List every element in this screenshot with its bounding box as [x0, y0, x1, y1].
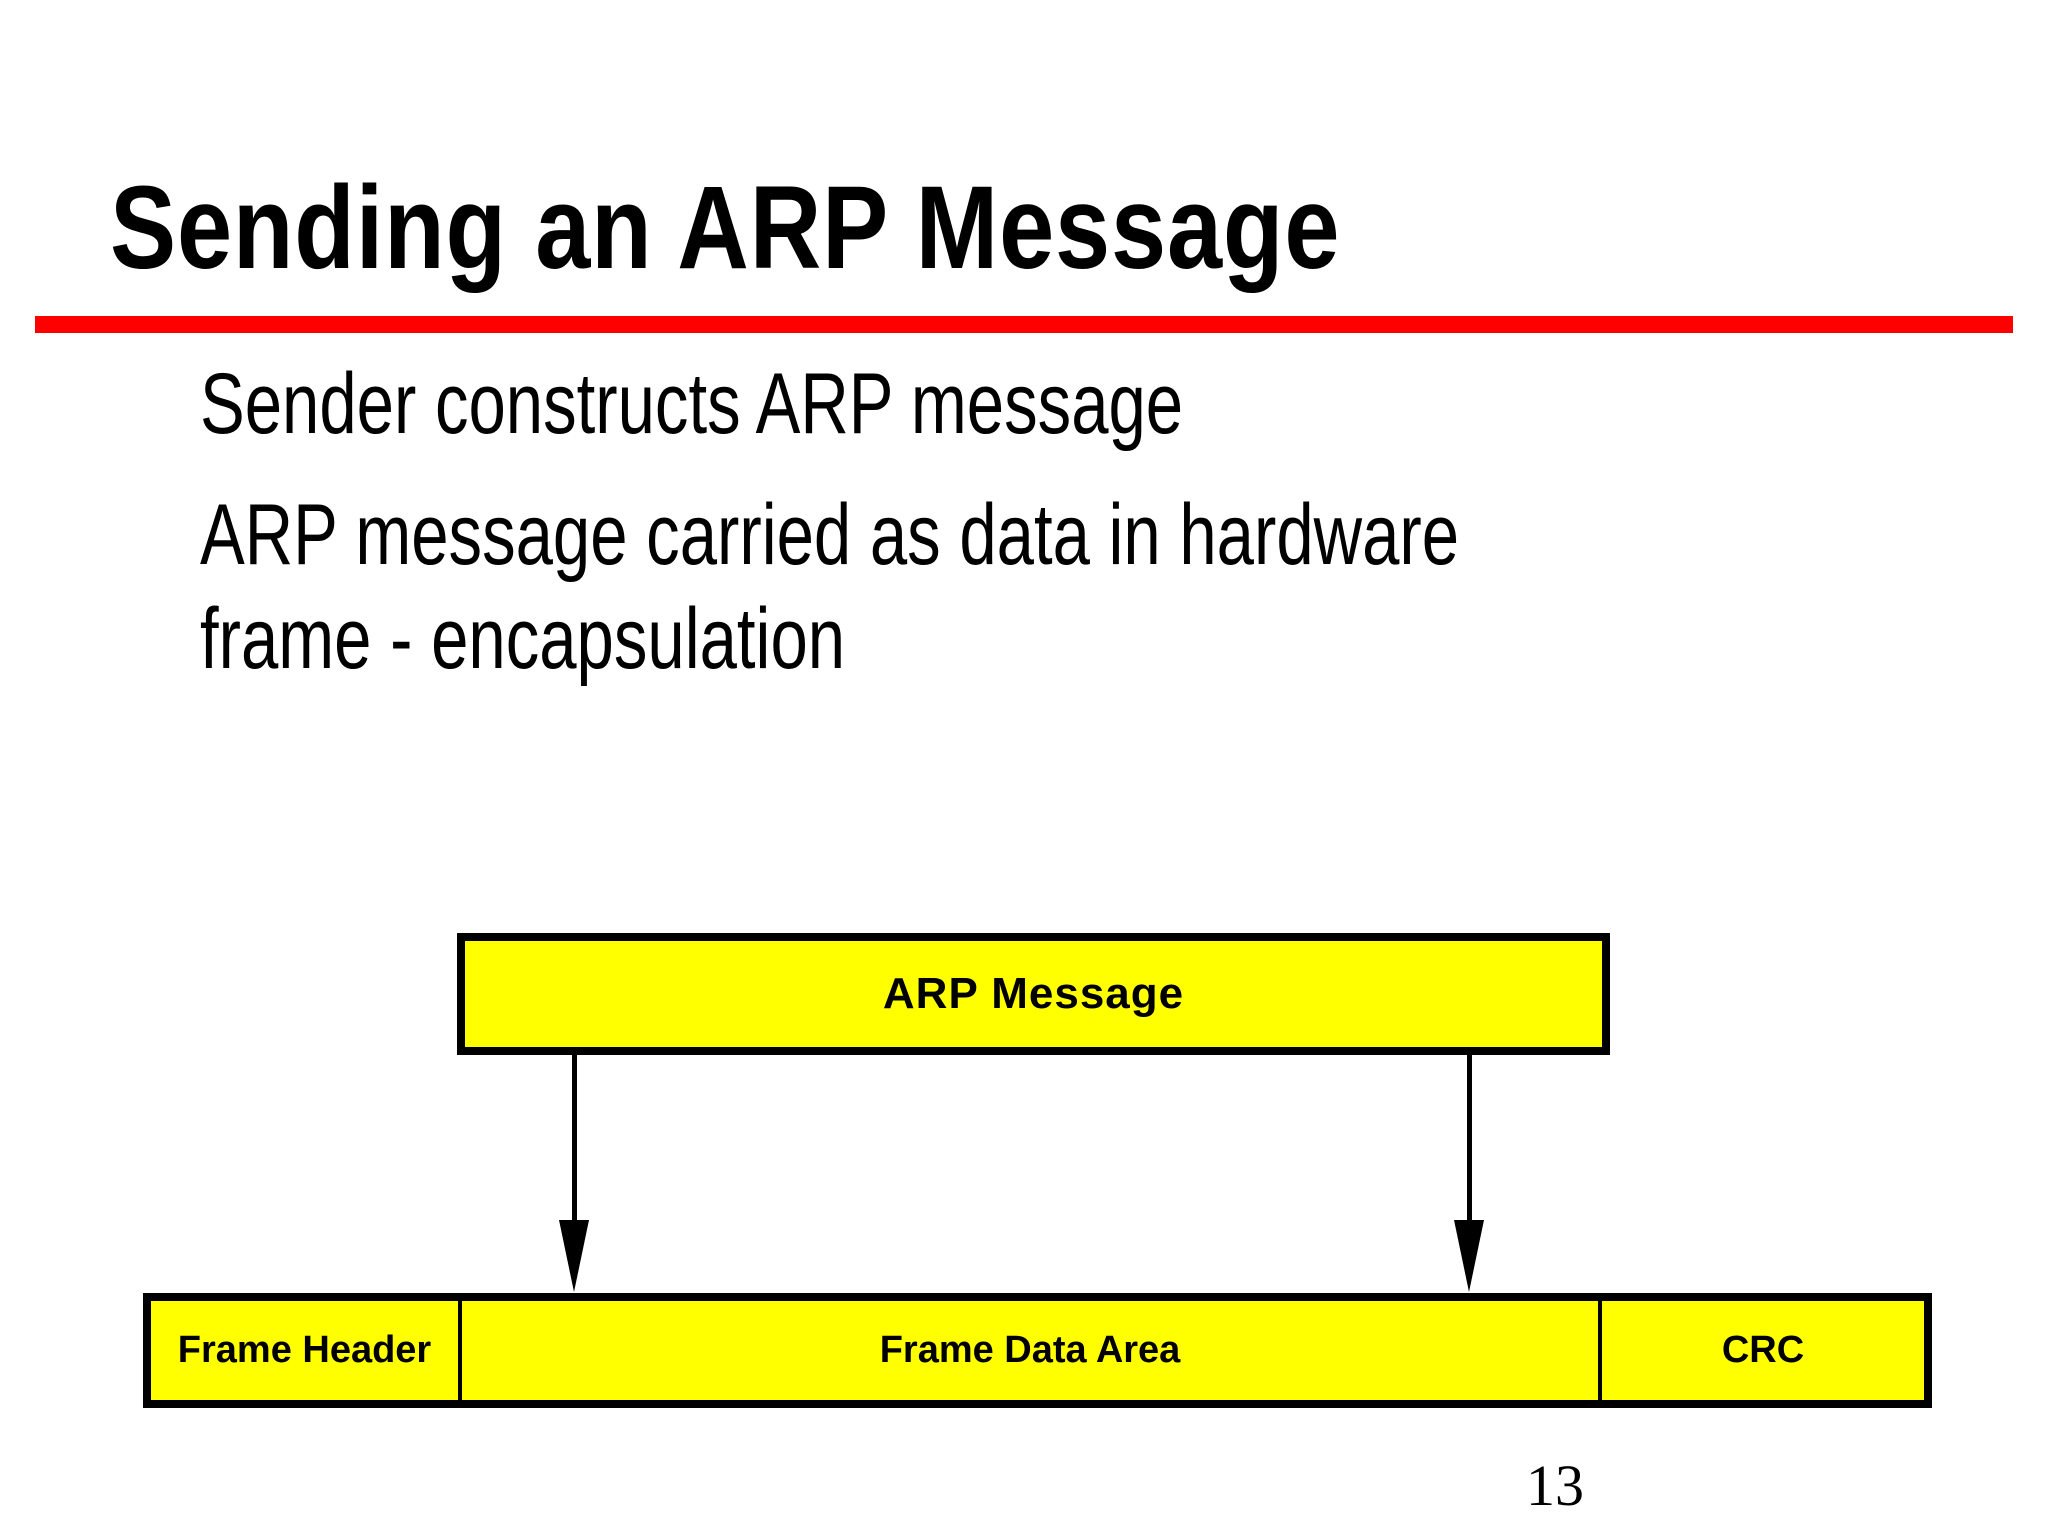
left-arrow-head-icon — [559, 1220, 589, 1292]
arp-message-box: ARP Message — [457, 933, 1610, 1055]
right-arrow-line — [1467, 1055, 1472, 1222]
body-line-2: ARP message carried as data in hardware — [200, 487, 1460, 583]
body-line-1: Sender constructs ARP message — [200, 356, 1184, 452]
hardware-frame-bar: Frame Header Frame Data Area CRC — [143, 1293, 1932, 1408]
page-number: 13 — [1526, 1453, 1584, 1518]
crc-segment: CRC — [1598, 1301, 1924, 1400]
left-arrow-line — [572, 1055, 577, 1222]
arp-message-label: ARP Message — [882, 969, 1185, 1018]
frame-header-segment: Frame Header — [177, 1329, 432, 1371]
title-underline-rule — [35, 316, 2013, 333]
body-text-block: Sender constructs ARP message ARP messag… — [200, 352, 1814, 691]
frame-data-area-segment: Frame Data Area — [458, 1301, 1598, 1400]
slide-title: Sending an ARP Message — [110, 162, 1341, 294]
body-line-3: frame - encapsulation — [200, 591, 846, 687]
right-arrow-head-icon — [1454, 1220, 1484, 1292]
